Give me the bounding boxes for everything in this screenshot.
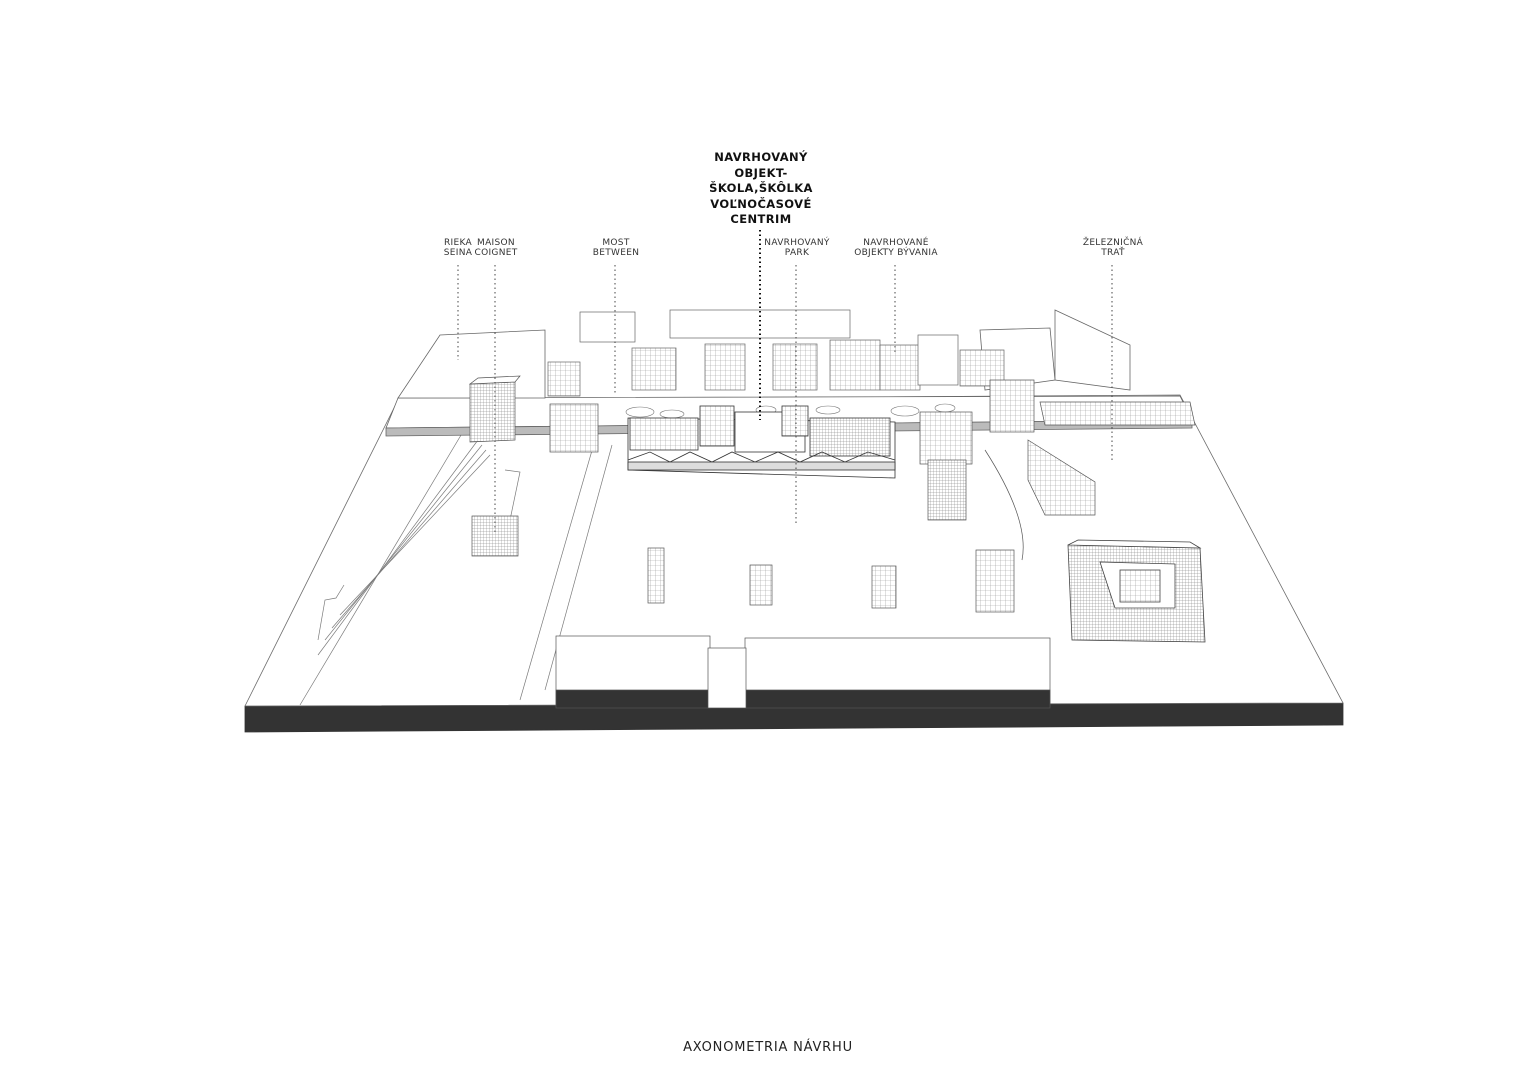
label-river-seine: RIEKA SEINA	[443, 238, 473, 258]
riverbank	[299, 419, 613, 706]
label-bridge: MOST BETWEEN	[592, 238, 640, 258]
proposed-building	[627, 405, 896, 479]
label-railway: ŽELEZNIČNÁ TRAŤ	[1082, 238, 1144, 258]
park-ovals	[625, 403, 956, 419]
label-proposed-building: NAVRHOVANÝ OBJEKT- ŠKOLA,ŠKÔLKA VOĽNOČAS…	[709, 150, 813, 226]
back-buildings	[547, 309, 1005, 397]
label-housing: NAVRHOVANÉ OBJEKTY BÝVANIA	[854, 238, 938, 258]
leader-lines	[457, 265, 1113, 535]
diagram-caption: AXONOMETRIA NÁVRHU	[683, 1040, 853, 1055]
front-pavilions	[471, 515, 1015, 613]
right-buildings	[919, 379, 1196, 561]
label-maison-coignet: MAISON COIGNET	[474, 238, 518, 258]
tower-maison	[468, 375, 599, 453]
front-blocks	[555, 635, 1051, 709]
label-park: NAVRHOVANÝ PARK	[764, 238, 830, 258]
courtyard-block	[1067, 539, 1206, 643]
